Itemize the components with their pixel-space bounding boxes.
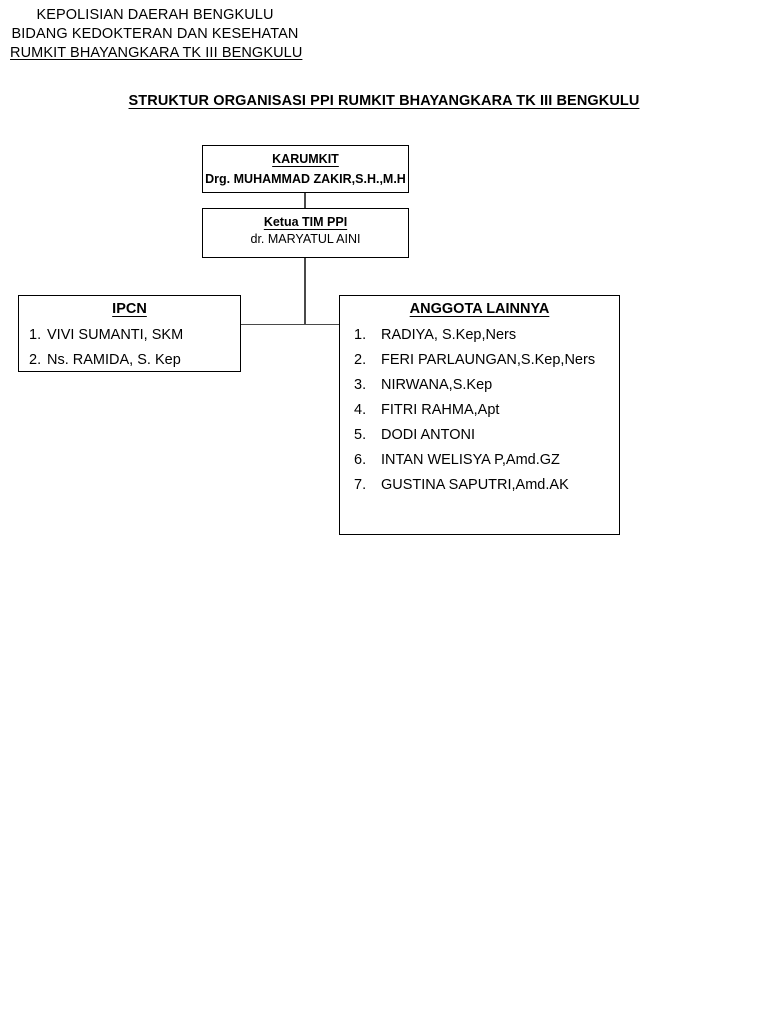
list-item: 2. Ns. RAMIDA, S. Kep [29, 348, 240, 373]
list-item-number: 1. [354, 327, 367, 343]
node-ketua-tim-ppi-title: Ketua TIM PPI [263, 215, 348, 229]
list-item-number: 7. [354, 477, 367, 493]
ipcn-member-list: 1. VIVI SUMANTI, SKM 2. Ns. RAMIDA, S. Kep [19, 323, 240, 373]
node-ketua-tim-ppi: Ketua TIM PPI dr. MARYATUL AINI [202, 208, 409, 258]
page-title: STRUKTUR ORGANISASI PPI RUMKIT BHAYANGKA… [128, 93, 640, 109]
list-item-number: 1. [29, 327, 42, 343]
list-item: 7. GUSTINA SAPUTRI,Amd.AK [354, 473, 619, 498]
node-ipcn-title: IPCN [112, 301, 147, 317]
node-karumkit: KARUMKIT Drg. MUHAMMAD ZAKIR,S.H.,M.H [202, 145, 409, 193]
list-item-name: GUSTINA SAPUTRI,Amd.AK [381, 477, 569, 493]
letterhead-line-1: KEPOLISIAN DAERAH BENGKULU [36, 7, 274, 23]
list-item: 6. INTAN WELISYA P,Amd.GZ [354, 448, 619, 473]
list-item-number: 2. [29, 352, 42, 368]
list-item-name: NIRWANA,S.Kep [381, 377, 493, 393]
list-item: 3. NIRWANA,S.Kep [354, 373, 619, 398]
list-item: 1. VIVI SUMANTI, SKM [29, 323, 240, 348]
list-item-number: 4. [354, 402, 367, 418]
list-item-name: DODI ANTONI [381, 427, 475, 443]
letterhead: KEPOLISIAN DAERAH BENGKULU BIDANG KEDOKT… [10, 6, 303, 63]
list-item-name: RADIYA, S.Kep,Ners [381, 327, 517, 343]
list-item: 1. RADIYA, S.Kep,Ners [354, 323, 619, 348]
list-item-number: 2. [354, 352, 367, 368]
connector-ketua-trunk [304, 257, 306, 325]
letterhead-line-3: RUMKIT BHAYANGKARA TK III BENGKULU [10, 45, 303, 61]
list-item-name: VIVI SUMANTI, SKM [47, 327, 184, 343]
node-karumkit-subtitle: Drg. MUHAMMAD ZAKIR,S.H.,M.H [205, 172, 406, 186]
list-item-number: 3. [354, 377, 367, 393]
list-item: 4. FITRI RAHMA,Apt [354, 398, 619, 423]
node-anggota-lainnya: ANGGOTA LAINNYA 1. RADIYA, S.Kep,Ners 2. FE… [339, 295, 620, 535]
node-ketua-tim-ppi-subtitle: dr. MARYATUL AINI [250, 232, 361, 246]
list-item-number: 5. [354, 427, 367, 443]
list-item: 5. DODI ANTONI [354, 423, 619, 448]
list-item-name: FERI PARLAUNGAN,S.Kep,Ners [381, 352, 596, 368]
node-anggota-lainnya-title: ANGGOTA LAINNYA [409, 301, 550, 317]
list-item-name: FITRI RAHMA,Apt [381, 402, 500, 418]
list-item-number: 6. [354, 452, 367, 468]
list-item: 2. FERI PARLAUNGAN,S.Kep,Ners [354, 348, 619, 373]
node-karumkit-title: KARUMKIT [272, 152, 339, 166]
list-item-name: INTAN WELISYA P,Amd.GZ [381, 452, 560, 468]
list-item-name: Ns. RAMIDA, S. Kep [47, 352, 181, 368]
connector-karumkit-to-ketua [304, 192, 306, 209]
node-ipcn: IPCN 1. VIVI SUMANTI, SKM 2. Ns. RAMIDA, S.… [18, 295, 241, 372]
anggota-member-list: 1. RADIYA, S.Kep,Ners 2. FERI PARLAUNGAN,S.… [340, 323, 619, 498]
connector-split-bar [241, 323, 340, 326]
letterhead-line-2: BIDANG KEDOKTERAN DAN KESEHATAN [11, 26, 299, 42]
